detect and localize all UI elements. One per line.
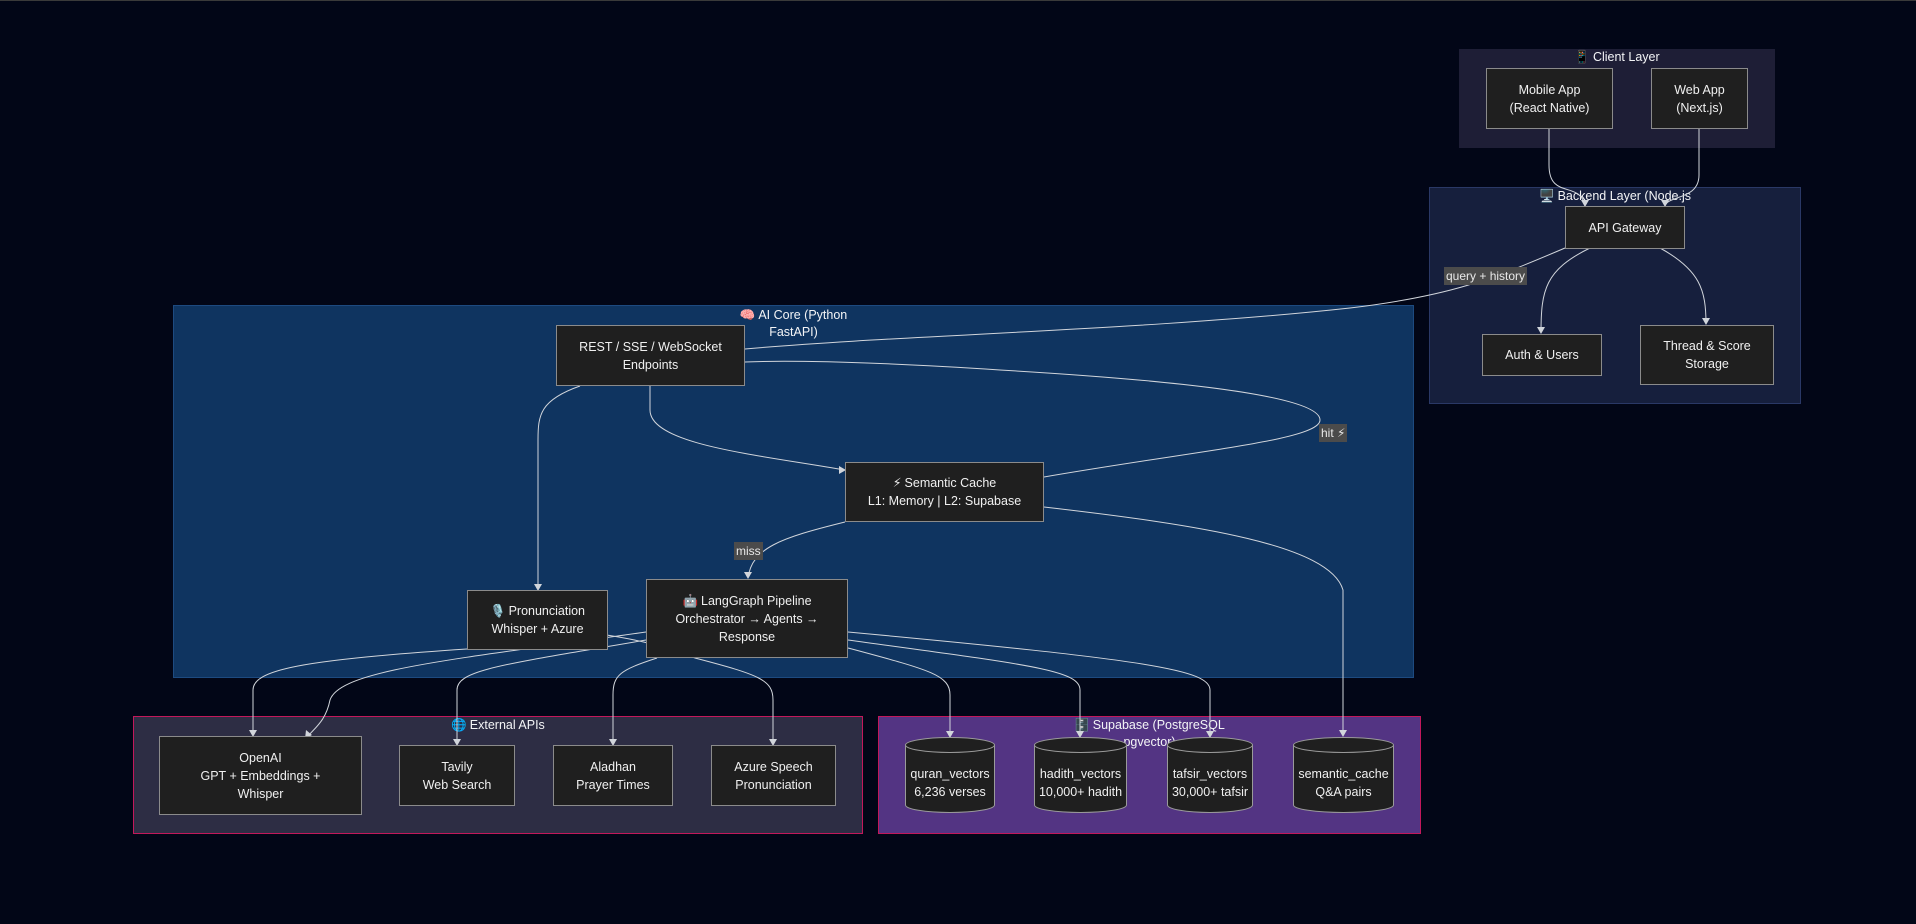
top-border-line [0,0,1916,1]
db-quran-line1: quran_vectors [910,767,990,781]
node-azure-line2: Pronunciation [735,777,812,792]
globe-icon: 🌐 [451,718,467,732]
db-hadith-line2: 10,000+ hadith [1038,785,1123,799]
node-openai[interactable]: OpenAI GPT + Embeddings + Whisper [159,736,362,815]
db-semcache-line2: Q&A pairs [1315,785,1372,799]
lightning-icon: ⚡ [892,476,902,490]
node-pron-line2: Whisper + Azure [491,622,584,636]
cluster-client-title-text: Client Layer [1592,50,1660,64]
cluster-supabase-title-text: Supabase (PostgreSQL [1092,718,1225,732]
node-openai-line2: GPT + Embeddings + [200,768,321,783]
cluster-ai-title: 🧠AI Core (Python [174,307,1413,324]
node-pron-title: Pronunciation [508,604,586,618]
node-azure-line1: Azure Speech [734,759,813,774]
node-mobile-line1: Mobile App [1518,82,1581,97]
node-cache-line2: L1: Memory | L2: Supabase [867,494,1022,508]
edge-label-query-history: query + history [1444,267,1528,285]
cluster-external-title: 🌐External APIs [134,717,862,734]
cluster-supabase-title-line2: pgvector) [1123,735,1176,749]
node-web-line1: Web App [1674,82,1725,97]
cluster-client-title: 📱Client Layer [1459,49,1775,66]
node-cache-title: Semantic Cache [904,476,997,490]
edge-label-hit: hit ⚡ [1319,424,1348,442]
node-auth-users[interactable]: Auth & Users [1482,334,1602,376]
db-hadith-vectors[interactable]: hadith_vectors 10,000+ hadith [1034,737,1127,813]
cluster-ai-title-text: AI Core (Python [758,308,848,322]
cluster-ai-title-line2: FastAPI) [769,325,818,339]
node-aladhan-line2: Prayer Times [576,777,650,792]
desktop-computer-icon: 🖥️ [1539,189,1555,203]
node-web-line2: (Next.js) [1676,100,1723,115]
node-thread-line1: Thread & Score [1663,339,1751,353]
node-rest-line2: Endpoints [622,357,679,372]
mobile-phone-icon: 📱 [1574,50,1590,64]
db-quran-vectors[interactable]: quran_vectors 6,236 verses [905,737,995,813]
db-semcache-line1: semantic_cache [1298,767,1389,781]
node-mobile-app[interactable]: Mobile App (React Native) [1486,68,1613,129]
cylinder-icon [905,737,995,813]
node-langgraph-pipeline[interactable]: 🤖LangGraph Pipeline Orchestrator → Agent… [646,579,848,658]
node-mobile-line2: (React Native) [1509,100,1590,115]
node-gateway-line1: API Gateway [1588,220,1662,235]
node-lang-line2: Orchestrator → Agents → [675,611,819,626]
node-tavily-line1: Tavily [441,759,473,774]
cylinder-icon [1034,737,1127,813]
node-tavily-line2: Web Search [422,777,492,792]
db-tafsir-line1: tafsir_vectors [1172,767,1248,781]
cluster-supabase-title: 🗄️Supabase (PostgreSQL [879,717,1420,734]
robot-icon: 🤖 [682,593,699,608]
node-pron-line1: 🎙️Pronunciation [490,602,585,620]
node-openai-line3: Whisper [237,786,284,801]
node-thread-line2: Storage [1685,357,1729,371]
cluster-external-title-text: External APIs [469,718,545,732]
node-rest-line1: REST / SSE / WebSocket [579,339,722,354]
node-web-app[interactable]: Web App (Next.js) [1651,68,1748,129]
edge-label-miss: miss [734,542,763,560]
node-pronunciation[interactable]: 🎙️Pronunciation Whisper + Azure [467,590,608,650]
node-openai-line1: OpenAI [239,750,282,765]
db-quran-line2: 6,236 verses [914,785,986,799]
node-lang-line1: 🤖LangGraph Pipeline [675,592,818,610]
node-api-gateway[interactable]: API Gateway [1565,206,1685,249]
node-cache-line1: ⚡Semantic Cache [868,474,1021,492]
microphone-icon: 🎙️ [489,604,506,618]
db-tafsir-vectors[interactable]: tafsir_vectors 30,000+ tafsir [1167,737,1253,813]
cylinder-icon [1293,737,1394,813]
node-lang-title: LangGraph Pipeline [701,593,812,608]
db-tafsir-line2: 30,000+ tafsir [1171,785,1249,799]
node-auth-line1: Auth & Users [1505,348,1579,362]
node-aladhan-line1: Aladhan [590,759,636,774]
brain-icon: 🧠 [739,308,756,322]
node-lang-line3: Response [718,629,776,644]
db-hadith-line1: hadith_vectors [1039,767,1122,781]
database-icon: 🗄️ [1074,718,1090,732]
cluster-backend-title: 🖥️Backend Layer (Node.js [1430,188,1800,205]
node-semantic-cache[interactable]: ⚡Semantic Cache L1: Memory | L2: Supabas… [845,462,1044,522]
cylinder-icon [1167,737,1253,813]
cluster-backend-title-text: Backend Layer (Node.js [1557,189,1691,203]
